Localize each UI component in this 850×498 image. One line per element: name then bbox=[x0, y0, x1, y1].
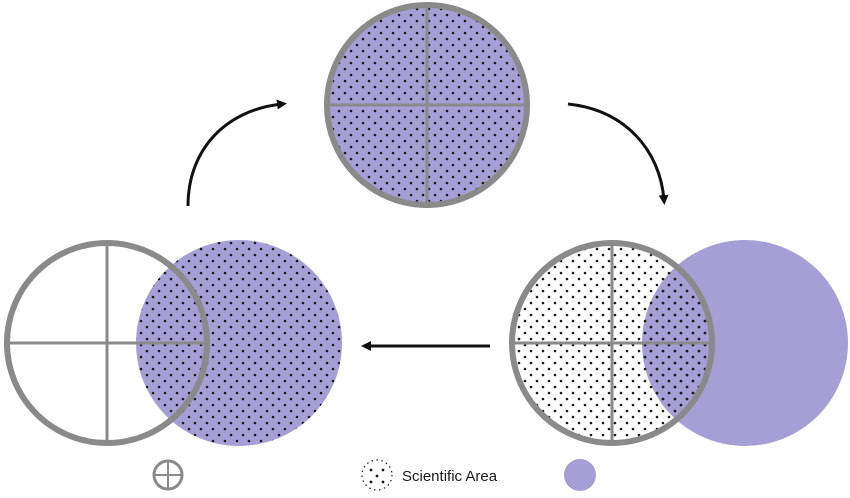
dotted-circle-icon bbox=[361, 459, 393, 491]
right-overlap-dots bbox=[642, 243, 712, 443]
left-ring bbox=[4, 240, 210, 446]
state-top bbox=[324, 2, 530, 208]
legend: Scientific Area bbox=[152, 459, 596, 491]
arrow-top-to-right bbox=[567, 102, 669, 205]
state-right bbox=[509, 240, 848, 446]
arrow-left-to-top bbox=[186, 99, 287, 207]
right-ring bbox=[509, 240, 715, 446]
filled-circle-icon bbox=[564, 459, 596, 491]
left-area-dots bbox=[136, 240, 342, 446]
top-ring bbox=[324, 2, 530, 208]
scientific-area-label: Scientific Area bbox=[402, 468, 498, 485]
crosshair-circle-icon bbox=[152, 459, 184, 491]
state-left bbox=[4, 240, 342, 446]
top-crosshair bbox=[327, 5, 527, 205]
